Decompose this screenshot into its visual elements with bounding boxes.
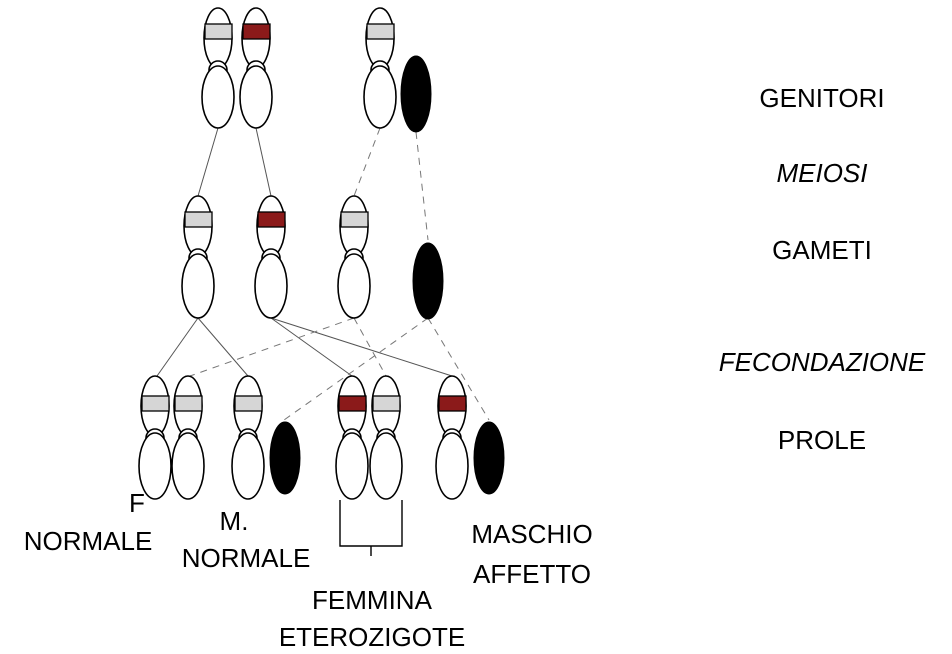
line-gamete-x-to-carrier — [353, 317, 387, 377]
mother-x-chromosome-normal — [201, 7, 235, 129]
offspring-row — [138, 375, 505, 500]
line-mother-to-gamete-normal — [197, 127, 219, 197]
line-gamete-y-to-male — [283, 317, 429, 421]
offspring-carrier-female — [335, 375, 403, 500]
x-chromosome-normal — [138, 375, 172, 500]
y-chromosome — [269, 421, 301, 495]
line-father-to-gamete-x — [353, 127, 381, 197]
stage-labels: GENITORI MEIOSI GAMETI FECONDAZIONE PROL… — [719, 83, 926, 455]
line-gamete-mutant-to-affected — [270, 317, 453, 377]
gamete-father-y — [412, 242, 444, 320]
gamete-father-x — [337, 195, 371, 319]
line-gamete-y-to-affected — [427, 317, 490, 421]
father-x-chromosome — [363, 7, 397, 129]
label-affected-male-line2: AFFETTO — [473, 559, 591, 589]
mutant-band — [338, 395, 367, 412]
gamete-mother-x-mutant — [254, 195, 288, 319]
normal-band — [204, 23, 233, 40]
father-y-chromosome — [400, 55, 432, 133]
gamete-mother-x-normal — [181, 195, 215, 319]
label-carrier-female-line1: FEMMINA — [312, 585, 433, 615]
mother-x-chromosome-mutant — [239, 7, 273, 129]
x-chromosome-normal — [369, 375, 403, 500]
label-normal-male-line1: M. — [220, 506, 249, 536]
label-normal-female-line1: F — [129, 488, 145, 518]
offspring-labels: F NORMALE M. NORMALE FEMMINA ETEROZIGOTE… — [24, 488, 593, 652]
offspring-affected-male — [435, 375, 505, 500]
line-mother-to-gamete-mutant — [255, 127, 272, 197]
x-chromosome-mutant — [335, 375, 369, 500]
line-gamete-normal-to-male — [197, 317, 249, 377]
x-chromosome-mutant — [435, 375, 469, 500]
stage-label-gametes: GAMETI — [772, 235, 872, 265]
mutant-band — [257, 211, 286, 228]
x-chromosome-normal — [231, 375, 265, 500]
line-father-to-gamete-y — [415, 131, 429, 241]
parents-row — [201, 7, 432, 133]
carrier-female-bracket — [339, 500, 403, 556]
inheritance-lines — [156, 127, 490, 421]
label-normal-male-line2: NORMALE — [182, 543, 311, 573]
stage-label-meiosis: MEIOSI — [776, 158, 867, 188]
line-gamete-normal-to-female — [156, 317, 199, 377]
label-normal-female-line2: NORMALE — [24, 526, 153, 556]
label-carrier-female-line2: ETEROZIGOTE — [279, 622, 465, 652]
line-gamete-mutant-to-carrier — [270, 317, 353, 377]
stage-label-parents: GENITORI — [759, 83, 884, 113]
mutant-band — [438, 395, 467, 412]
offspring-normal-female — [138, 375, 205, 500]
normal-band — [184, 211, 213, 228]
label-affected-male-line1: MASCHIO — [471, 519, 592, 549]
gametes-row — [181, 195, 444, 320]
mutant-band — [242, 23, 271, 40]
normal-band — [372, 395, 401, 412]
offspring-normal-male — [231, 375, 301, 500]
stage-label-fertilization: FECONDAZIONE — [719, 347, 926, 377]
normal-band — [141, 395, 170, 412]
x-chromosome-normal — [171, 375, 205, 500]
normal-band — [234, 395, 263, 412]
line-gamete-x-to-female — [189, 317, 355, 377]
normal-band — [174, 395, 203, 412]
normal-band — [366, 23, 395, 40]
stage-label-offspring: PROLE — [778, 425, 866, 455]
normal-band — [340, 211, 369, 228]
y-chromosome — [473, 421, 505, 495]
